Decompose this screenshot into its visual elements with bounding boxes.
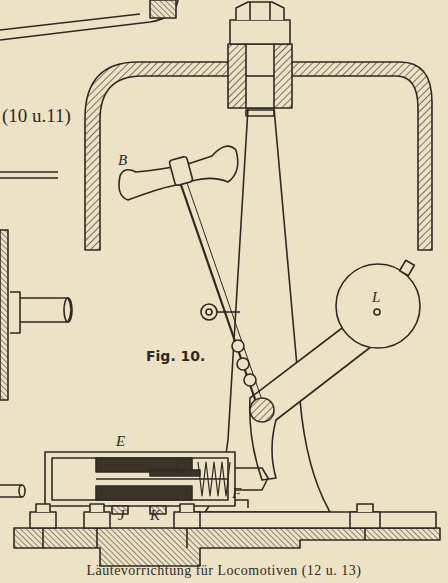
- eye: [201, 304, 217, 320]
- bolts: [30, 504, 380, 548]
- part-letter: K: [150, 508, 160, 523]
- part-letter: G: [175, 461, 186, 476]
- cylinder: [45, 452, 268, 514]
- lever-arm: [250, 322, 372, 480]
- figure-number: Fig. 10.: [146, 349, 205, 363]
- part-letter: J: [118, 508, 125, 523]
- hammer-rod: [180, 182, 256, 402]
- part-letter: E: [116, 434, 125, 449]
- nut: [230, 20, 290, 44]
- part-letter: L: [372, 290, 380, 305]
- pivot: [250, 398, 274, 422]
- base-plate: [14, 528, 440, 566]
- part-letter: B: [118, 153, 127, 168]
- figure-reference: (10 u.11): [2, 106, 71, 125]
- part-letter: F: [232, 486, 241, 501]
- counterweight-ball: [336, 264, 420, 348]
- hammer-head: [119, 146, 238, 200]
- caption: Läutevorrichtung für Locomotiven (12 u. …: [87, 564, 362, 578]
- hub: [228, 44, 292, 108]
